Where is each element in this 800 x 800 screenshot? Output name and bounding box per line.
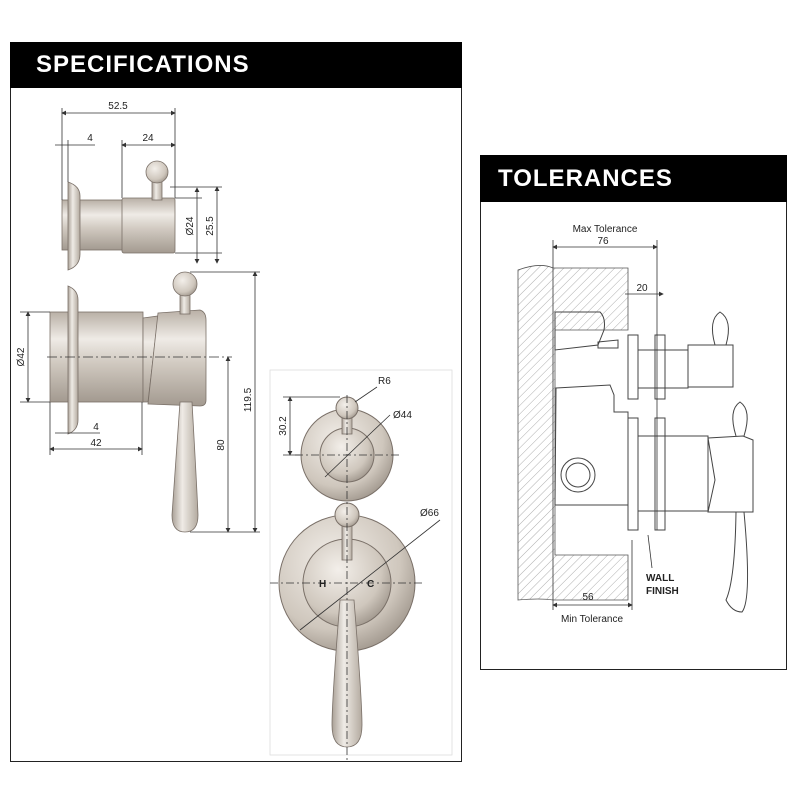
side-view-top: 52.5 4 24 Ø24 25.5: [55, 101, 222, 271]
dimension-label: 56: [582, 592, 594, 603]
specifications-header: SPECIFICATIONS: [10, 42, 462, 88]
tolerance-drawing: Max Tolerance 76 20 56 Min Tolerance WAL…: [517, 224, 754, 625]
side-view-bottom: Ø42 4 42 80 119.5: [16, 271, 260, 533]
dimension-label: Ø42: [16, 347, 27, 366]
dimension-label: 119.5: [243, 387, 254, 412]
front-view: R6 Ø44 30.2 Ø66 H C: [269, 369, 453, 760]
dimension-label: R6: [378, 376, 391, 387]
dimension-label: H: [319, 579, 326, 590]
dimension-label: C: [367, 579, 374, 590]
dimension-label: FINISH: [646, 586, 679, 597]
dimension-label: 4: [93, 422, 99, 433]
dimension-label: WALL: [646, 573, 674, 584]
dimension-label: Max Tolerance: [573, 224, 638, 235]
dimension-label: Ø24: [185, 216, 196, 235]
tolerances-header: TOLERANCES: [480, 155, 787, 202]
dimension-label: 20: [636, 283, 648, 294]
dimension-label: Ø44: [393, 410, 412, 421]
dimension-label: 52.5: [108, 101, 128, 112]
dimension-label: 76: [597, 236, 609, 247]
dimension-label: 24: [142, 133, 154, 144]
dimension-label: 42: [90, 438, 102, 449]
dimension-label: 30.2: [278, 416, 289, 436]
dimension-label: 80: [216, 439, 227, 451]
dimension-label: 25.5: [205, 216, 216, 236]
dimension-label: Ø66: [420, 508, 439, 519]
dimension-label: Min Tolerance: [561, 614, 624, 625]
dimension-label: 4: [87, 133, 93, 144]
